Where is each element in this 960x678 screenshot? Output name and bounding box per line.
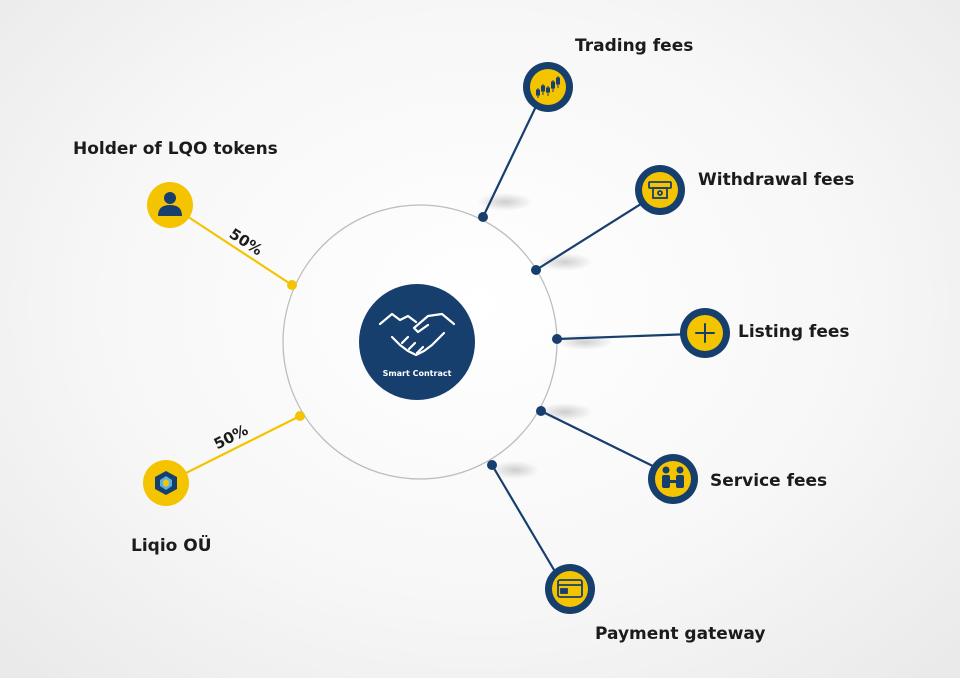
handshake-icon <box>378 312 456 357</box>
shadow <box>537 253 593 271</box>
cash-withdrawal-icon <box>648 181 672 199</box>
label-withdrawal-fees: Withdrawal fees <box>698 170 855 190</box>
connector-withdrawal <box>534 195 654 272</box>
credit-card-icon <box>557 579 583 598</box>
withdrawal-fees-icon-bg <box>642 172 678 208</box>
center-caption: Smart Contract <box>382 369 452 378</box>
shadow <box>477 193 533 211</box>
label-service-fees: Service fees <box>710 471 828 491</box>
user-icon <box>158 192 182 216</box>
service-fees-icon-bg <box>655 461 691 497</box>
attach-dot <box>487 460 497 470</box>
plus-icon <box>695 323 715 343</box>
connector-listing <box>555 332 694 341</box>
attach-dot <box>536 406 546 416</box>
attach-dot <box>287 280 297 290</box>
connector-payment <box>490 463 562 582</box>
attach-dot <box>552 334 562 344</box>
label-trading-fees: Trading fees <box>575 36 694 56</box>
center-circle <box>359 284 475 400</box>
label-listing-fees: Listing fees <box>738 322 850 342</box>
candlestick-chart-icon <box>536 76 560 98</box>
connector-service <box>539 409 665 473</box>
shadow <box>491 461 539 479</box>
people-icon <box>662 466 684 488</box>
connector-trading <box>481 96 542 219</box>
label-payment-gateway: Payment gateway <box>595 624 766 644</box>
label-holder: Holder of LQO tokens <box>73 139 278 159</box>
attach-dot <box>478 212 488 222</box>
attach-dot <box>531 265 541 275</box>
connector-liqio <box>164 414 302 485</box>
connector-holder <box>168 203 294 287</box>
attach-dot <box>295 411 305 421</box>
label-liqio: Liqio OÜ <box>131 536 212 556</box>
liqio-logo-icon <box>155 471 177 495</box>
